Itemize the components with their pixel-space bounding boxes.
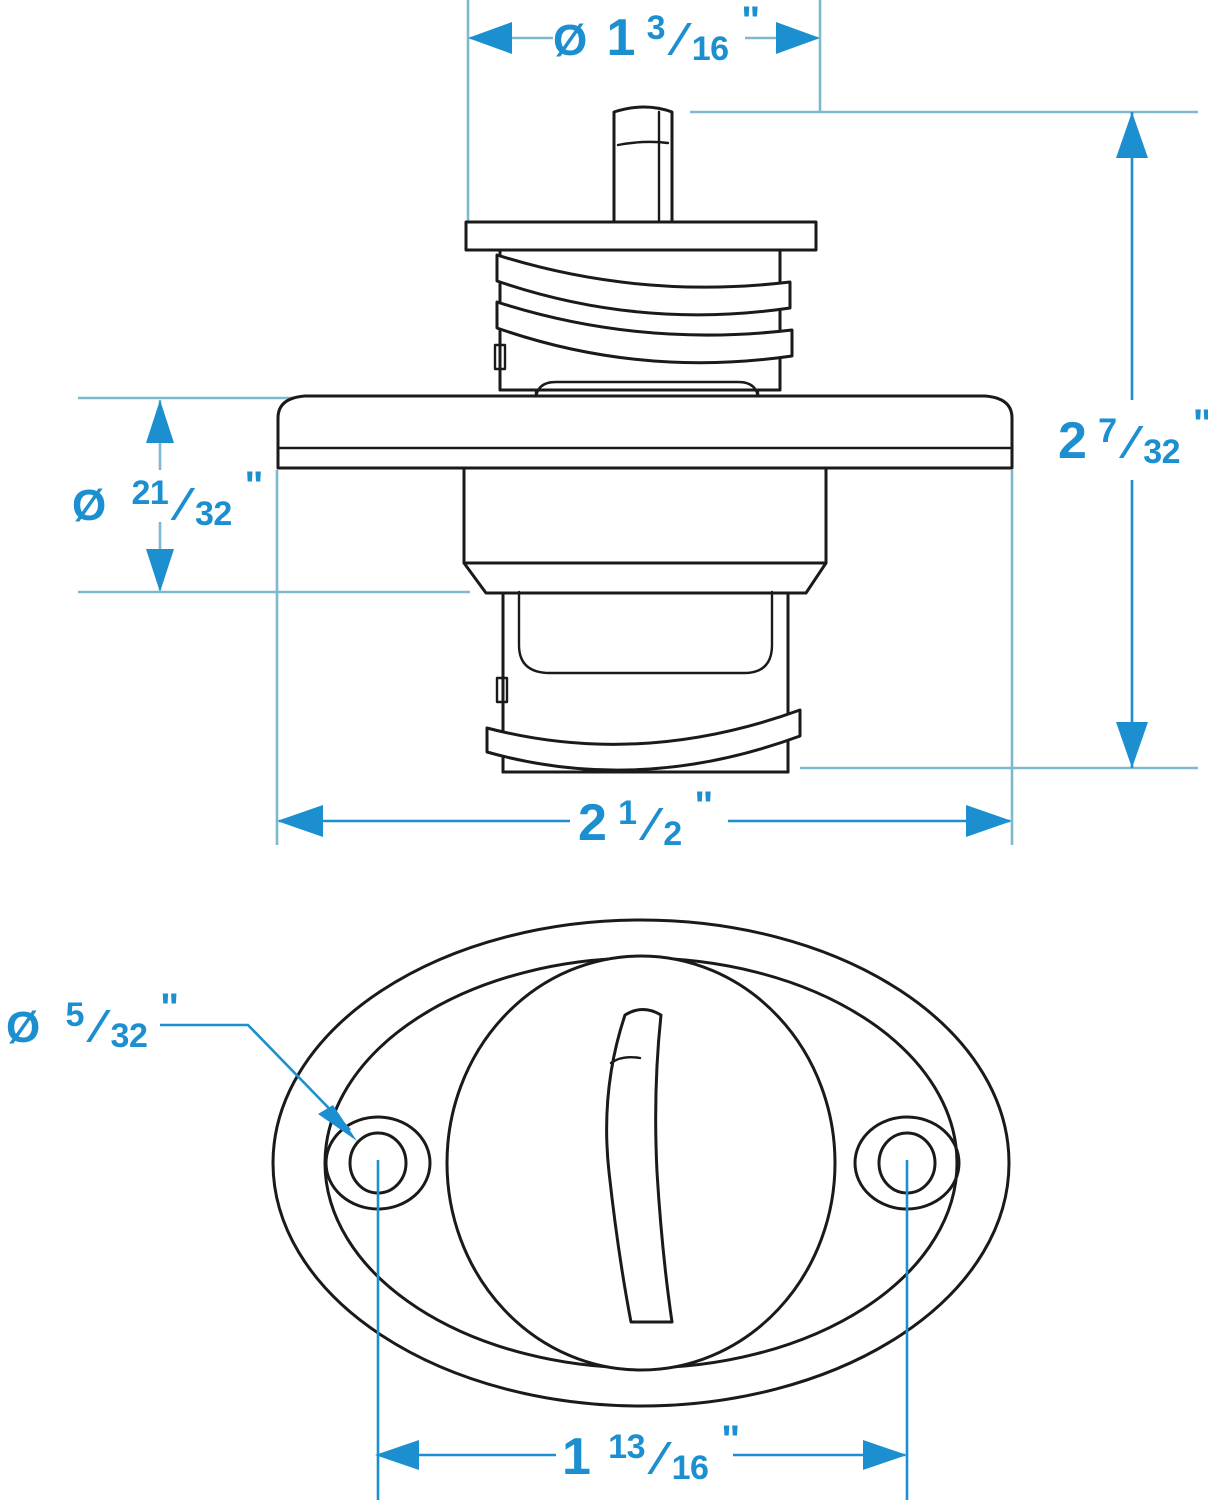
dimension-overall-height: 2 7 ⁄ 32 " [1058, 112, 1208, 768]
view-top-plan [271, 918, 1011, 1500]
leader-line-hole-diameter [160, 1023, 351, 1131]
diameter-symbol-icon: Ø [72, 481, 106, 530]
cap-plate [464, 220, 818, 252]
arrow-up-icon [146, 400, 174, 443]
dim-label-flange-thickness: Ø 21 ⁄ 32 " [72, 464, 263, 535]
dimension-overall-width: 2 1 ⁄ 2 " [277, 784, 1012, 855]
dim-label-top-diameter: Ø 1 3 ⁄ 16 " [553, 0, 760, 70]
seal-outline [517, 590, 774, 675]
body-taper [462, 561, 828, 595]
thread-coil-upper-1 [495, 253, 792, 317]
view-side-elevation [276, 105, 1014, 774]
arrow-leader-icon [318, 1105, 357, 1141]
diameter-symbol-icon: Ø [553, 16, 587, 65]
handle-tab [612, 105, 674, 224]
center-handle-bar [605, 1008, 674, 1324]
flange-disc [276, 394, 1014, 470]
arrow-right-icon [966, 805, 1012, 837]
dim-label-overall-height: 2 7 ⁄ 32 " [1058, 402, 1208, 473]
arrow-down-icon [1116, 722, 1148, 768]
extension-lines [78, 0, 1198, 845]
thread-coil-lower [485, 708, 802, 772]
handle-bar-crease [609, 1055, 642, 1065]
arrow-right-icon [863, 1440, 907, 1470]
arrow-left-icon [375, 1440, 419, 1470]
thread-coil-upper-2 [495, 300, 794, 365]
inner-boss-top [534, 380, 760, 402]
arrow-right-icon [776, 22, 820, 54]
dim-label-overall-width: 2 1 ⁄ 2 " [578, 784, 713, 855]
upper-shaft-notch [493, 343, 507, 371]
diameter-symbol-icon: Ø [6, 1003, 40, 1052]
arrow-up-icon [1116, 112, 1148, 158]
dim-label-hole-diameter: Ø 5 ⁄ 32 " [6, 986, 179, 1057]
dimension-flange-thickness: Ø 21 ⁄ 32 " [72, 400, 263, 592]
arrow-left-icon [277, 805, 323, 837]
lower-shaft-notch [495, 676, 509, 704]
dim-label-hole-spacing: 1 13 ⁄ 16 " [562, 1418, 740, 1489]
handle-tab-crease [616, 140, 670, 147]
dimension-hole-spacing: 1 13 ⁄ 16 " [375, 1418, 907, 1489]
arrow-down-icon [146, 549, 174, 592]
dimension-top-diameter: Ø 1 3 ⁄ 16 " [468, 0, 820, 70]
body-upper [462, 466, 828, 565]
arrow-left-icon [468, 22, 512, 54]
